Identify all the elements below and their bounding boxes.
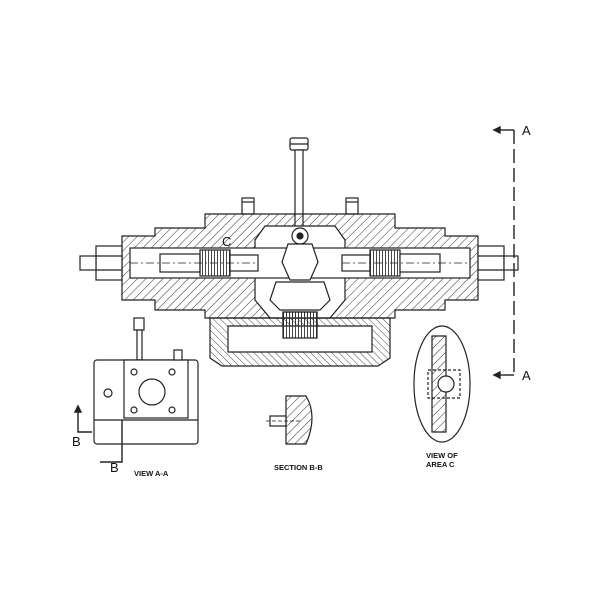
- caption-view-a-a: VIEW A-A: [134, 469, 169, 478]
- caption-section-b-b: SECTION B-B: [274, 463, 323, 472]
- left-end-plug: [79, 245, 123, 281]
- detail-label-c: C: [222, 234, 231, 249]
- central-linkage: [269, 227, 331, 311]
- view-area-c-drawing: [413, 325, 471, 443]
- caption-view-of: VIEW OF: [426, 451, 458, 460]
- right-spool-assembly: [341, 249, 470, 277]
- section-b-b-drawing: [266, 395, 313, 445]
- section-line-a: [492, 125, 515, 380]
- section-label-a-bottom: A: [522, 368, 531, 383]
- caption-area-c: AREA C: [426, 460, 455, 469]
- section-label-b-lower: B: [110, 460, 119, 475]
- section-label-b-upper: B: [72, 434, 81, 449]
- right-end-plug: [477, 245, 519, 281]
- section-label-a-top: A: [522, 123, 531, 138]
- main-section-view: [79, 137, 519, 367]
- view-a-a-drawing: [93, 317, 199, 445]
- left-spool-assembly: [130, 249, 259, 277]
- section-line-b: [73, 404, 123, 463]
